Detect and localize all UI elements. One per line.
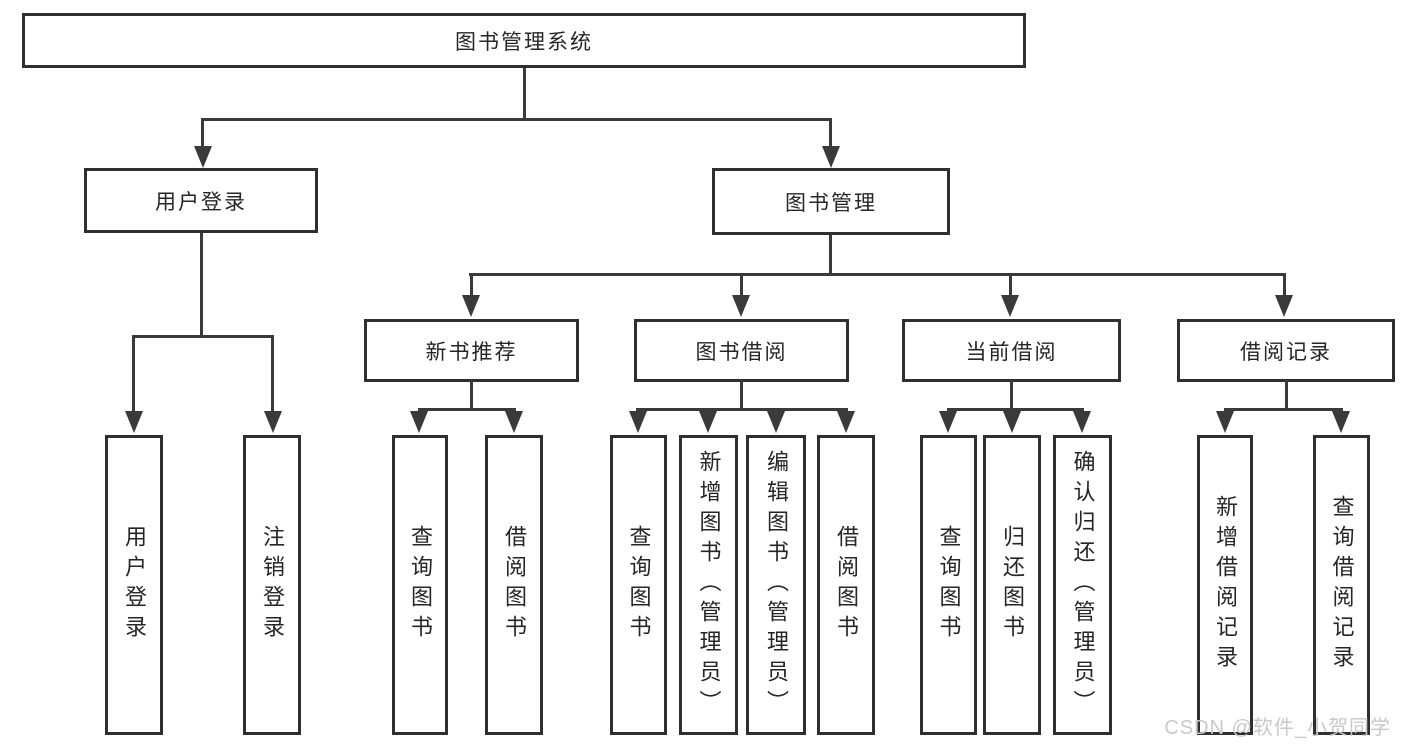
leaf-add-book-admin-label: 新增图书（管理员） [696,450,722,720]
leaf-borrow-book-2-label: 借阅图书 [834,525,859,645]
arrow-down-icon [732,295,750,317]
arrow-down-icon [1275,295,1293,317]
arrow-down-icon [1332,411,1350,433]
connector-level3-drop [1009,273,1012,297]
connector-user-login-stem [200,233,203,337]
leaf-query-borrow-record: 查询借阅记录 [1313,435,1370,735]
node-current-borrow-label: 当前借阅 [965,340,1058,364]
leaf-add-borrow-record-label: 新增借阅记录 [1213,495,1238,675]
arrow-down-icon [939,411,957,433]
leaf-return-book-label: 归还图书 [1000,525,1025,645]
node-book-borrow-label: 图书借阅 [695,340,788,364]
connector-user-login-drop [201,118,204,150]
node-user-login-label: 用户登录 [155,190,247,214]
leaf-confirm-return-admin: 确认归还（管理员） [1053,435,1112,735]
arrow-down-icon [462,295,480,317]
node-new-book-recommend-label: 新书推荐 [425,340,518,364]
arrow-down-icon [699,411,717,433]
leaf-borrow-book-1: 借阅图书 [485,435,543,735]
node-user-login: 用户登录 [84,168,318,233]
node-borrow-records-label: 借阅记录 [1240,340,1332,364]
node-book-management-label: 图书管理 [785,191,877,215]
arrow-down-icon [1073,411,1091,433]
connector-new-book-rail [418,408,516,411]
leaf-confirm-return-admin-label: 确认归还（管理员） [1070,450,1096,720]
leaf-logout-label: 注销登录 [260,525,285,645]
leaf-return-book: 归还图书 [983,435,1041,735]
connector-level2-rail [201,118,832,121]
connector-borrow-records-stem [1285,380,1288,410]
leaf-user-login: 用户登录 [105,435,163,735]
connector-user-login-rail [132,335,274,338]
connector-new-book-stem [470,380,473,410]
arrow-down-icon [125,411,143,433]
connector-book-mgmt-drop [829,118,832,150]
leaf-add-book-admin: 新增图书（管理员） [679,435,738,735]
connector-borrow-records-rail [1224,408,1342,411]
connector-leaf-drop [132,335,135,413]
leaf-user-login-label: 用户登录 [122,525,147,645]
connector-root-stem [523,68,526,120]
leaf-add-borrow-record: 新增借阅记录 [1197,435,1253,735]
connector-leaf-drop [271,335,274,413]
csdn-watermark: CSDN @软件_小贺同学 [1164,717,1391,739]
leaf-logout: 注销登录 [243,435,301,735]
connector-current-borrow-stem [1010,380,1013,410]
connector-book-mgmt-stem [829,235,832,275]
leaf-query-book-3: 查询图书 [920,435,977,735]
connector-level3-rail [469,273,1284,276]
connector-level3-drop [740,273,743,297]
arrow-down-icon [822,146,840,168]
arrow-down-icon [629,411,647,433]
connector-book-borrow-stem [740,380,743,410]
arrow-down-icon [410,411,428,433]
node-borrow-records: 借阅记录 [1177,319,1395,382]
connector-current-borrow-rail [947,408,1083,411]
leaf-query-borrow-record-label: 查询借阅记录 [1329,495,1355,675]
leaf-query-book-1-label: 查询图书 [408,525,433,645]
arrow-down-icon [767,411,785,433]
connector-level3-drop [1283,273,1286,297]
arrow-down-icon [505,411,523,433]
leaf-borrow-book-1-label: 借阅图书 [502,525,527,645]
arrow-down-icon [1216,411,1234,433]
leaf-edit-book-admin-label: 编辑图书（管理员） [764,450,789,720]
leaf-edit-book-admin: 编辑图书（管理员） [746,435,806,735]
node-book-borrow: 图书借阅 [634,319,849,382]
connector-level3-drop [470,273,473,297]
arrow-down-icon [1001,295,1019,317]
node-new-book-recommend: 新书推荐 [364,319,579,382]
leaf-query-book-2-label: 查询图书 [626,525,652,645]
leaf-query-book-3-label: 查询图书 [936,525,962,645]
connector-book-borrow-rail [636,408,847,411]
node-root-label: 图书管理系统 [455,30,593,54]
arrow-down-icon [264,411,282,433]
leaf-query-book-1: 查询图书 [392,435,448,735]
leaf-borrow-book-2: 借阅图书 [817,435,875,735]
arrow-down-icon [194,146,212,168]
node-root: 图书管理系统 [22,13,1026,68]
leaf-query-book-2: 查询图书 [610,435,667,735]
node-book-management: 图书管理 [712,168,950,235]
arrow-down-icon [1003,411,1021,433]
node-current-borrow: 当前借阅 [902,319,1121,382]
arrow-down-icon [837,411,855,433]
